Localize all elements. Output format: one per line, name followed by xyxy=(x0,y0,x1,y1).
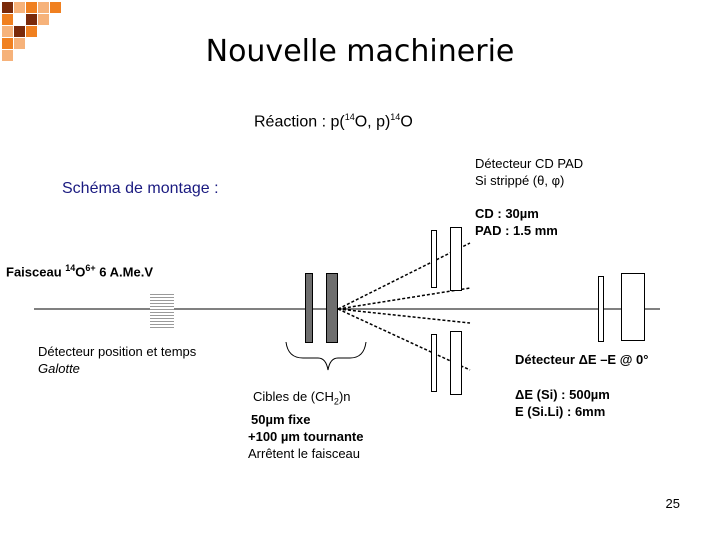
targets-line1: Cibles de (CH2)n xyxy=(248,388,364,411)
detector-cd-line2: Si strippé (θ, φ) xyxy=(475,173,565,188)
scatter-ray-down-2 xyxy=(337,308,471,371)
decor-square xyxy=(14,26,25,37)
telescope-specs: ΔE (Si) : 500µm E (Si.Li) : 6mm xyxy=(515,386,610,420)
decor-square xyxy=(2,38,13,49)
targets-line3: +100 µm tournante xyxy=(248,428,364,444)
decor-square xyxy=(2,14,13,25)
targets-line1-suffix: )n xyxy=(338,389,351,404)
reaction-label: Réaction : p(14O, p)14O xyxy=(254,112,413,131)
decor-square xyxy=(2,50,13,61)
decor-square xyxy=(38,2,49,13)
targets-line2: 50µm fixe xyxy=(251,411,311,427)
detector-cd-label: Détecteur CD PAD Si strippé (θ, φ) xyxy=(475,155,583,189)
page-number: 25 xyxy=(665,496,680,511)
decor-square xyxy=(2,2,13,13)
decor-square xyxy=(26,2,37,13)
beam-mid: O xyxy=(75,264,86,280)
cd-specs: CD : 30µm PAD : 1.5 mm xyxy=(475,205,558,239)
targets-brace xyxy=(285,341,367,371)
decor-square xyxy=(26,14,37,25)
beam-suffix: 6 A.Me.V xyxy=(95,264,153,280)
cd-detector-lower-thin xyxy=(431,334,437,392)
delta-e-detector xyxy=(598,276,604,342)
decor-square xyxy=(26,26,37,37)
decor-square xyxy=(50,2,61,13)
detector-cd-line1: Détecteur CD PAD xyxy=(475,156,584,171)
scatter-ray-up-1 xyxy=(337,242,471,310)
scatter-ray-up-2 xyxy=(337,287,471,310)
targets-line4: Arrêtent le faisceau xyxy=(248,445,361,461)
beam-prefix: Faisceau xyxy=(6,264,66,280)
targets-line1-sub: 2 xyxy=(333,396,339,407)
target-rotating xyxy=(326,273,338,343)
cd-detector-lower-thick xyxy=(450,331,462,395)
decor-square xyxy=(14,38,25,49)
beam-label: Faisceau 14O6+ 6 A.Me.V xyxy=(6,263,153,279)
decor-square xyxy=(38,14,49,25)
cd-detector-upper-thick xyxy=(450,227,462,291)
beam-sup1: 14 xyxy=(65,263,76,273)
position-detector-label: Détecteur position et temps Galotte xyxy=(38,343,196,377)
targets-label: Cibles de (CH2)n 50µm fixe +100 µm tourn… xyxy=(248,388,364,462)
decor-square xyxy=(14,2,25,13)
telescope-line1: ΔE (Si) : 500µm xyxy=(515,387,610,402)
target-fixed xyxy=(305,273,313,343)
reaction-mid: O, p) xyxy=(354,113,391,131)
reaction-sup1: 14 xyxy=(344,112,355,122)
cd-specs-line1: CD : 30µm xyxy=(475,206,539,221)
scatter-ray-down-1 xyxy=(337,308,471,324)
targets-line1-prefix: Cibles de (CH xyxy=(253,389,334,404)
schema-label: Schéma de montage : xyxy=(62,180,219,197)
reaction-prefix: Réaction : p( xyxy=(254,113,345,131)
position-detector-line1: Détecteur position et temps xyxy=(38,344,197,359)
telescope-line2: E (Si.Li) : 6mm xyxy=(515,404,606,419)
reaction-sup2: 14 xyxy=(390,112,401,122)
slide-title: Nouvelle machinerie xyxy=(205,34,515,69)
reaction-suffix: O xyxy=(400,113,413,131)
telescope-title: Détecteur ΔE –E @ 0° xyxy=(515,352,649,367)
position-detector-hatch xyxy=(150,292,174,328)
cd-detector-upper-thin xyxy=(431,230,437,288)
decor-square xyxy=(2,26,13,37)
position-detector-line2: Galotte xyxy=(38,361,80,376)
e-detector xyxy=(621,273,645,341)
beam-sup2: 6+ xyxy=(85,263,96,273)
cd-specs-line2: PAD : 1.5 mm xyxy=(475,223,558,238)
